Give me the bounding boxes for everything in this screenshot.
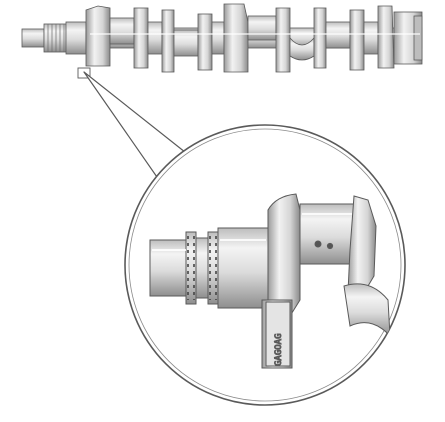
zoom-main-journal <box>217 227 269 309</box>
crank-web-9 <box>377 5 395 69</box>
crank-web-7 <box>313 7 327 69</box>
zoom-nose-shaft <box>149 239 191 297</box>
zoom-gear-body <box>195 237 209 299</box>
zoom-counterweight-face <box>265 301 291 367</box>
crank-web-4 <box>197 13 213 71</box>
crankshaft-gear-ring <box>43 23 67 53</box>
zoomed-crankshaft-end: GAGOAG <box>149 193 391 369</box>
main-journal-5 <box>363 21 379 55</box>
zoom-stamp-text: GAGOAG <box>274 333 284 366</box>
crank-web-2 <box>133 7 149 69</box>
front-main-journal <box>65 21 87 55</box>
crank-web-6 <box>275 7 291 73</box>
crank-pin-1 <box>109 17 135 45</box>
crank-web-8 <box>349 9 365 71</box>
zoom-crank-web <box>267 193 301 317</box>
crankshaft-overview <box>21 3 423 73</box>
crank-web-3 <box>161 9 175 73</box>
crank-web-1 <box>85 5 111 67</box>
main-journal-3 <box>211 21 225 55</box>
rear-flange-face <box>413 15 423 61</box>
crankshaft-nose <box>21 28 45 48</box>
gear-teeth <box>47 24 65 52</box>
zoom-oil-hole-2 <box>326 242 334 250</box>
crank-pin-4 <box>325 21 351 49</box>
main-journal-2 <box>147 21 163 55</box>
crank-pin-3 <box>247 15 277 41</box>
magnifier-ring-inner <box>128 128 402 402</box>
zoom-oil-hole-1 <box>314 240 322 248</box>
crank-web-5 <box>223 3 249 73</box>
zoom-highlights <box>152 213 352 251</box>
